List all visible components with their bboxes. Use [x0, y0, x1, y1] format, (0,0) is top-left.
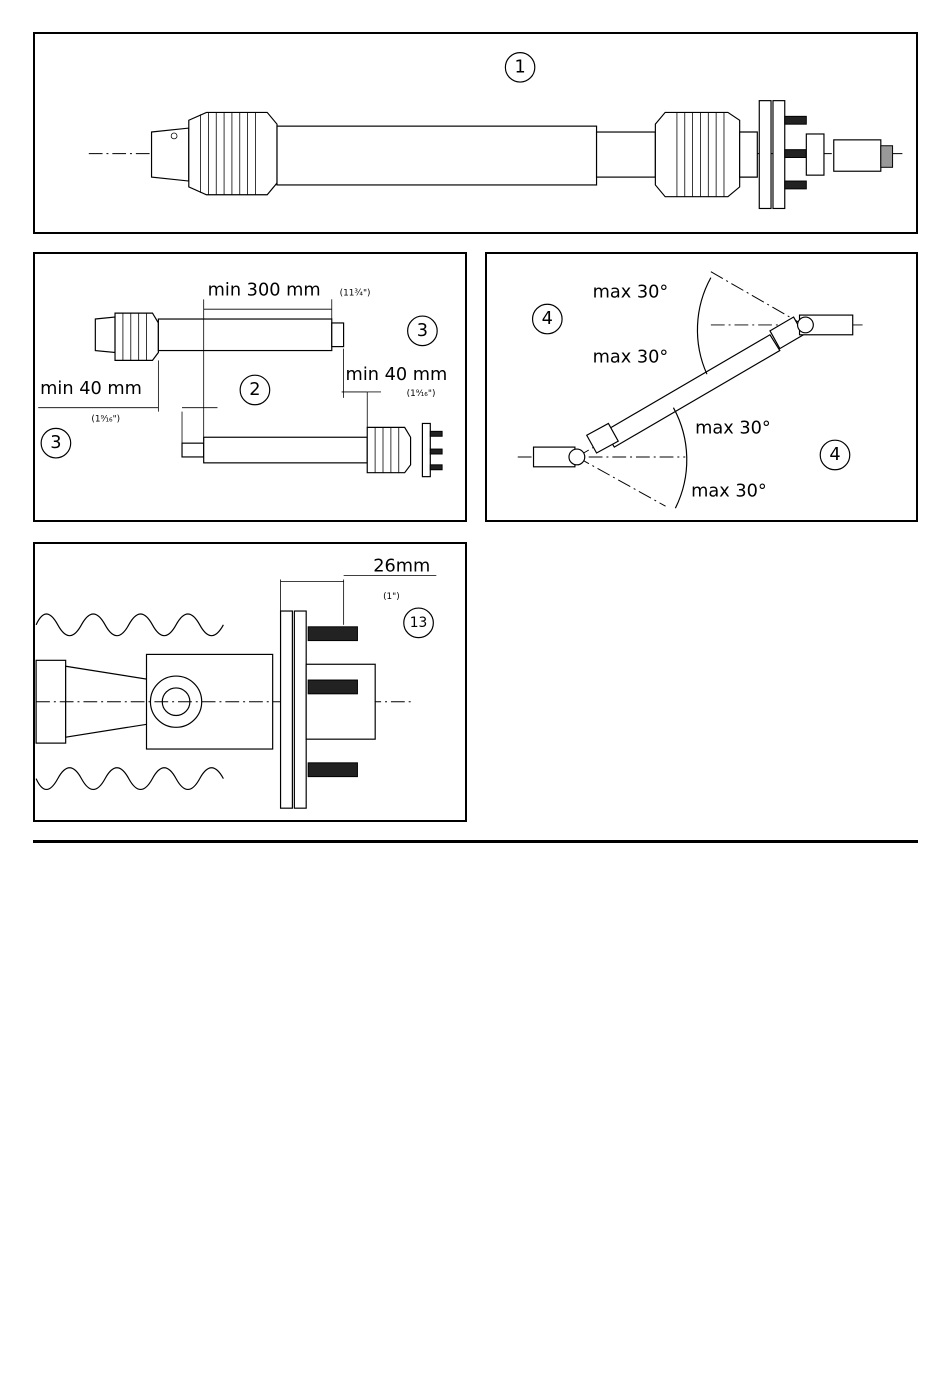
- clutch-plate-2: [773, 101, 785, 209]
- clutch-hub: [806, 134, 824, 175]
- upper-limit-line: [711, 272, 804, 325]
- pto-spline: [881, 146, 893, 168]
- clutch-plate-2: [294, 611, 306, 808]
- dim-right-inch: (1⁹⁄₁₆"): [407, 389, 436, 399]
- dim-inch: (1"): [383, 592, 400, 602]
- clutch-detail-drawing: 26mm (1") 13: [35, 544, 465, 820]
- lower-arc: [673, 408, 686, 508]
- lower-tube-end: [182, 443, 204, 457]
- upper-tube: [158, 319, 331, 351]
- angle-label-3: max 30°: [695, 418, 771, 438]
- lower-joint: [569, 449, 585, 465]
- right-joint: [740, 132, 758, 177]
- bellows-top: [36, 614, 223, 636]
- callout-1: 1: [514, 57, 525, 77]
- upper-guard: [115, 313, 158, 360]
- page-divider: [33, 840, 918, 843]
- panel-angles: max 30° max 30° max 30° max 30° 4 4: [485, 252, 918, 522]
- clutch-plate-1: [281, 611, 293, 808]
- angle-label-1: max 30°: [593, 282, 669, 302]
- upper-yoke: [95, 317, 115, 352]
- lower-clutch-springs: [430, 431, 442, 469]
- angle-label-4: max 30°: [691, 481, 767, 501]
- outer-tube: [277, 126, 597, 185]
- angles-drawing: max 30° max 30° max 30° max 30° 4 4: [487, 254, 916, 520]
- dim-top-label: min 300 mm: [208, 280, 321, 300]
- dim-left-label: min 40 mm: [40, 379, 142, 399]
- lower-tube: [204, 437, 368, 463]
- upper-tube-end: [332, 323, 344, 347]
- panel-overlap: min 300 mm (11¾") min 40 mm (1⁹⁄₁₆") min…: [33, 252, 467, 522]
- upper-arc: [697, 278, 710, 375]
- panel-clutch-detail: 26mm (1") 13: [33, 542, 467, 822]
- panel-drive-shaft: 1: [33, 32, 918, 234]
- callout-4b: 4: [829, 445, 840, 465]
- callout-2: 2: [249, 380, 260, 400]
- right-guard: [655, 112, 739, 196]
- bellows-bottom: [36, 768, 223, 790]
- pto-stub: [834, 140, 881, 171]
- dim-top-inch: (11¾"): [340, 288, 371, 298]
- callout-3a: 3: [417, 321, 428, 341]
- clutch-springs: [785, 116, 807, 189]
- clutch-shaft: [306, 664, 375, 739]
- angle-label-2: max 30°: [593, 347, 669, 367]
- left-yoke: [152, 128, 189, 181]
- left-guard: [189, 112, 277, 194]
- upper-joint: [798, 317, 814, 333]
- overlap-drawing: min 300 mm (11¾") min 40 mm (1⁹⁄₁₆") min…: [35, 254, 465, 520]
- dim-right-label: min 40 mm: [346, 365, 448, 385]
- callout-3b: 3: [50, 433, 61, 453]
- dim-left-inch: (1⁹⁄₁₆"): [91, 414, 120, 424]
- inner-tube: [597, 132, 656, 177]
- drive-shaft-drawing: 1: [35, 34, 916, 232]
- dim-label: 26mm: [373, 557, 430, 577]
- lower-clutch-plate: [422, 423, 430, 476]
- callout-13: 13: [410, 615, 428, 631]
- callout-4a: 4: [542, 309, 553, 329]
- clutch-plate-1: [759, 101, 771, 209]
- lower-guard: [367, 427, 410, 472]
- lower-limit-line: [577, 457, 666, 506]
